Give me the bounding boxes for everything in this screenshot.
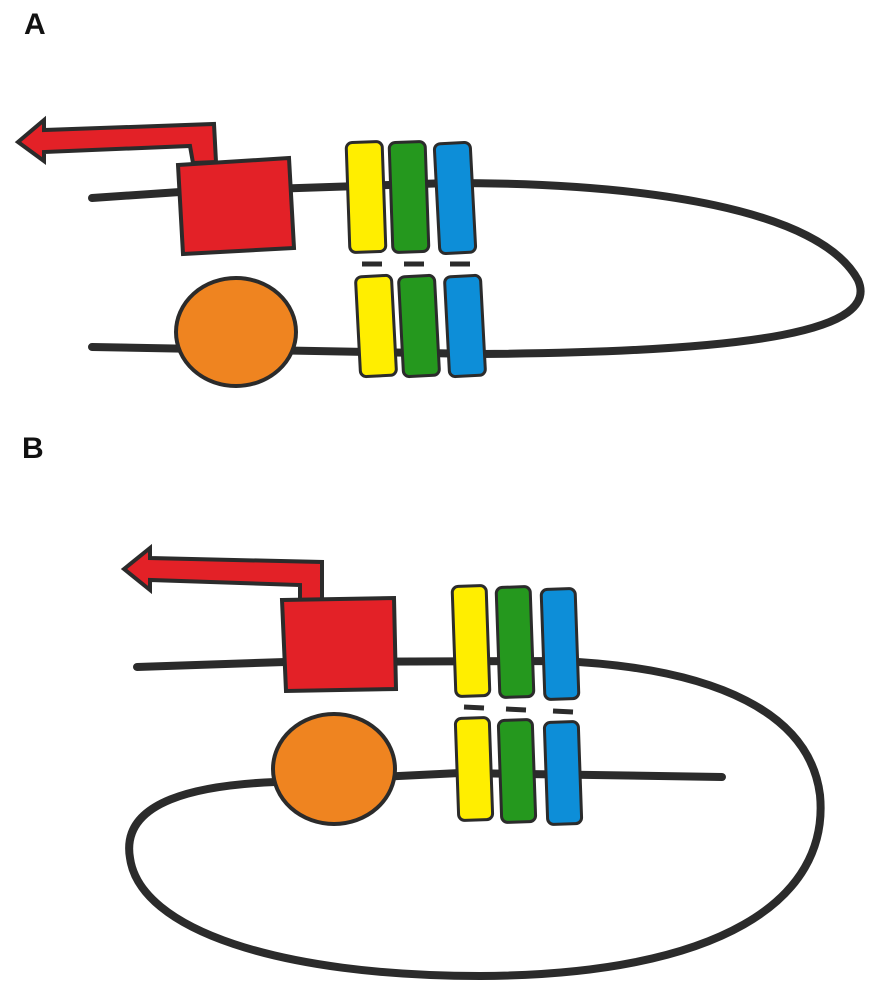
panel-label-a: A (24, 8, 46, 41)
panel-b-dna-strand (125, 656, 825, 981)
panel-a-arrow-icon (14, 115, 219, 166)
panel-a: A (14, 8, 865, 388)
panel-b-pair-dash-2 (505, 706, 527, 713)
panel-a-dna-strand (88, 178, 865, 359)
panel-b-bottom-blue-bar (542, 720, 584, 826)
panel-a-bottom-green-bar (397, 273, 441, 379)
panel-b-top-green-bar (494, 585, 536, 699)
panel-b-top-yellow-bar (450, 584, 492, 698)
panel-a-top-yellow-bar (344, 140, 388, 254)
panel-a-top-green-bar (387, 140, 431, 254)
panel-b-bottom-green-bar (496, 718, 538, 824)
panel-label-b: B (22, 432, 44, 465)
panel-a-red-square (175, 155, 297, 257)
panel-b-red-square (279, 595, 399, 694)
panel-a-bottom-yellow-bar (354, 273, 398, 379)
panel-b-top-blue-bar (539, 587, 581, 701)
panel-b-bottom-yellow-bar (453, 716, 495, 822)
panel-b-orange-circle (271, 712, 397, 826)
panel-a-orange-circle (174, 276, 298, 388)
panel-b-pair-dash-3 (552, 708, 574, 715)
panel-a-top-blue-bar (432, 140, 478, 256)
panel-b-pair-dash-1 (463, 704, 485, 711)
panel-b: B (22, 432, 825, 981)
panel-a-bottom-blue-bar (443, 273, 487, 379)
panel-b-arrow-icon (120, 543, 324, 604)
